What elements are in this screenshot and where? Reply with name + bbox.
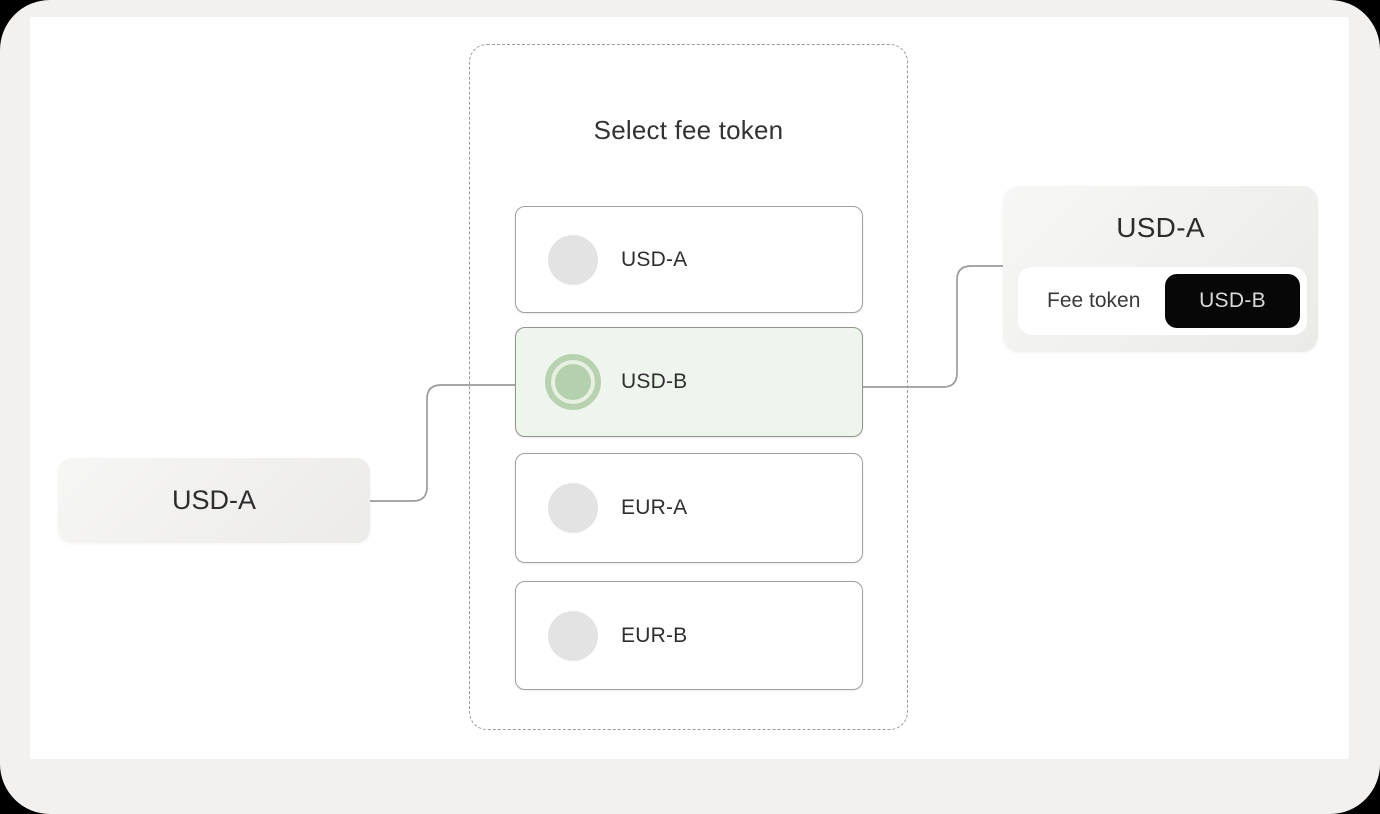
option-label: USD-A: [621, 247, 688, 271]
connector-option-to-right: [863, 265, 1003, 388]
radio-unselected-icon: [548, 483, 598, 533]
radio-dot: [555, 364, 591, 400]
fee-token-row: Fee token USD-B: [1018, 267, 1307, 335]
radio-selected-icon: [545, 354, 601, 410]
connector-left-to-option: [370, 384, 515, 502]
result-node: USD-A Fee token USD-B: [1003, 186, 1318, 352]
diagram-canvas: Select fee token USD-A USD-B EUR-A EUR-B…: [30, 17, 1349, 759]
radio-unselected-icon: [548, 610, 598, 661]
result-node-title: USD-A: [1116, 212, 1205, 243]
option-label: EUR-A: [621, 496, 688, 519]
input-token-node: USD-A: [58, 458, 370, 543]
option-label: USD-B: [621, 370, 688, 393]
option-usd-a[interactable]: USD-A: [515, 206, 863, 313]
panel-title: Select fee token: [593, 115, 784, 145]
option-label: EUR-B: [621, 623, 688, 647]
fee-token-label: Fee token: [1047, 289, 1141, 312]
option-eur-b[interactable]: EUR-B: [515, 581, 863, 690]
radio-unselected-icon: [548, 234, 598, 285]
fee-token-badge: USD-B: [1165, 274, 1300, 328]
fee-token-panel: Select fee token: [469, 44, 908, 730]
connector-lines: [370, 265, 1003, 502]
option-usd-b[interactable]: USD-B: [515, 327, 863, 437]
option-eur-a[interactable]: EUR-A: [515, 453, 863, 563]
